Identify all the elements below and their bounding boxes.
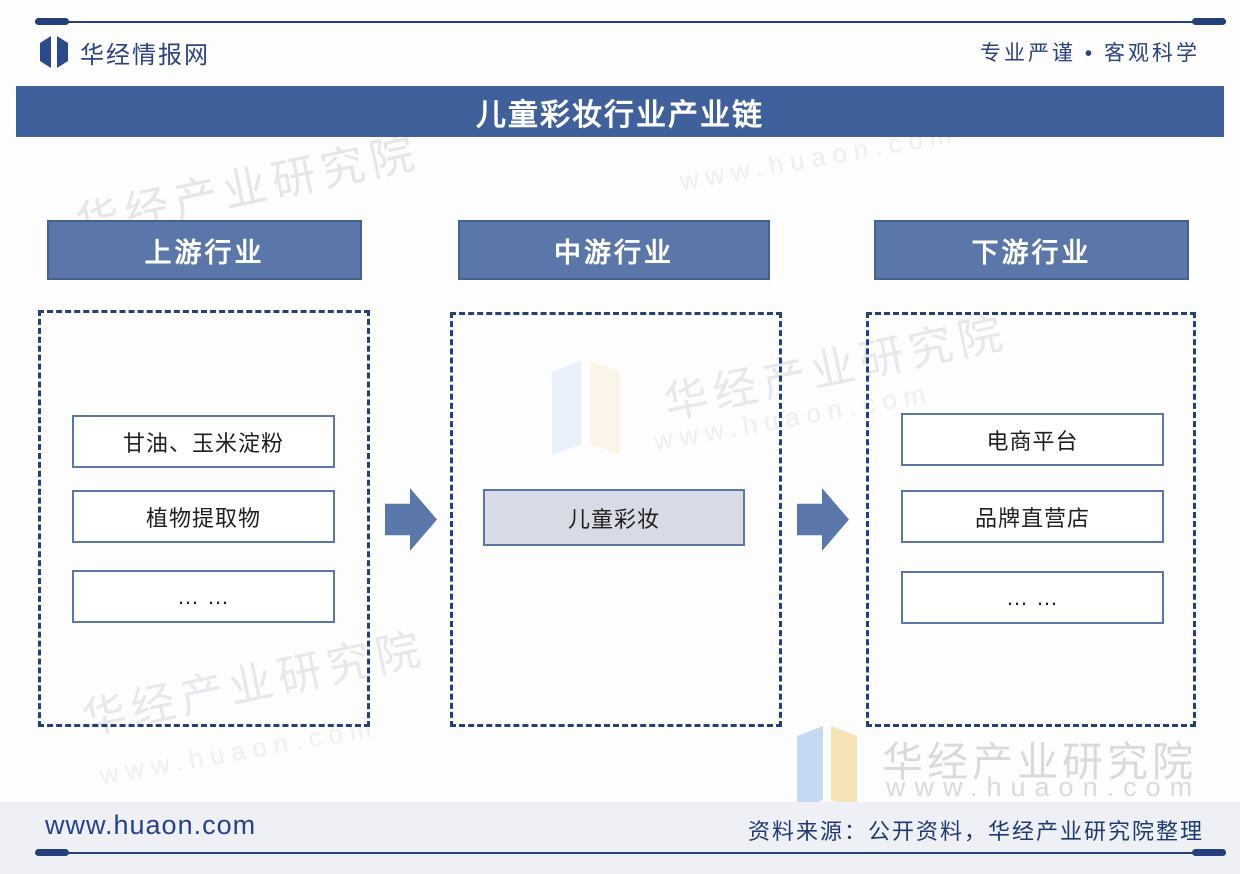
footer-strip [0, 802, 1240, 874]
midstream-item: 儿童彩妆 [483, 489, 745, 546]
brand-logo-icon [40, 36, 68, 68]
watermark-logo-icon [552, 360, 620, 456]
midstream-group-box [450, 312, 782, 727]
watermark-org-bottom-right: 华经产业研究院 [882, 739, 1197, 785]
watermark-logo-icon [797, 726, 857, 810]
footer-website: www.huaon.com [45, 810, 257, 840]
top-divider-line [35, 21, 1226, 23]
footer-divider-line [35, 852, 1226, 854]
page-title: 儿童彩妆行业产业链 [16, 86, 1224, 137]
footer-divider-cap-left [35, 849, 69, 856]
watermark-url-bottom-right: www.huaon.com [886, 772, 1202, 802]
top-divider-cap-left [35, 18, 69, 25]
downstream-group-box [866, 312, 1196, 727]
page-header: 华经情报网 专业严谨 • 客观科学 [40, 33, 1200, 71]
footer-divider-cap-right [1192, 849, 1226, 856]
column-header-midstream: 中游行业 [458, 220, 770, 280]
top-divider-cap-right [1192, 18, 1226, 25]
flow-arrow-icon [385, 488, 437, 551]
upstream-item: 甘油、玉米淀粉 [72, 415, 335, 468]
flow-arrow-icon [797, 488, 849, 551]
brand-slogan: 专业严谨 • 客观科学 [979, 42, 1200, 65]
upstream-group-box [38, 310, 370, 727]
downstream-item: 电商平台 [901, 413, 1164, 466]
upstream-item: … … [72, 570, 335, 623]
downstream-item: … … [901, 571, 1164, 624]
footer-source-note: 资料来源：公开资料，华经产业研究院整理 [747, 819, 1204, 844]
column-header-downstream: 下游行业 [874, 220, 1189, 280]
brand-name: 华经情报网 [80, 41, 210, 69]
downstream-item: 品牌直营店 [901, 490, 1164, 543]
upstream-item: 植物提取物 [72, 490, 335, 543]
column-header-upstream: 上游行业 [47, 220, 362, 280]
